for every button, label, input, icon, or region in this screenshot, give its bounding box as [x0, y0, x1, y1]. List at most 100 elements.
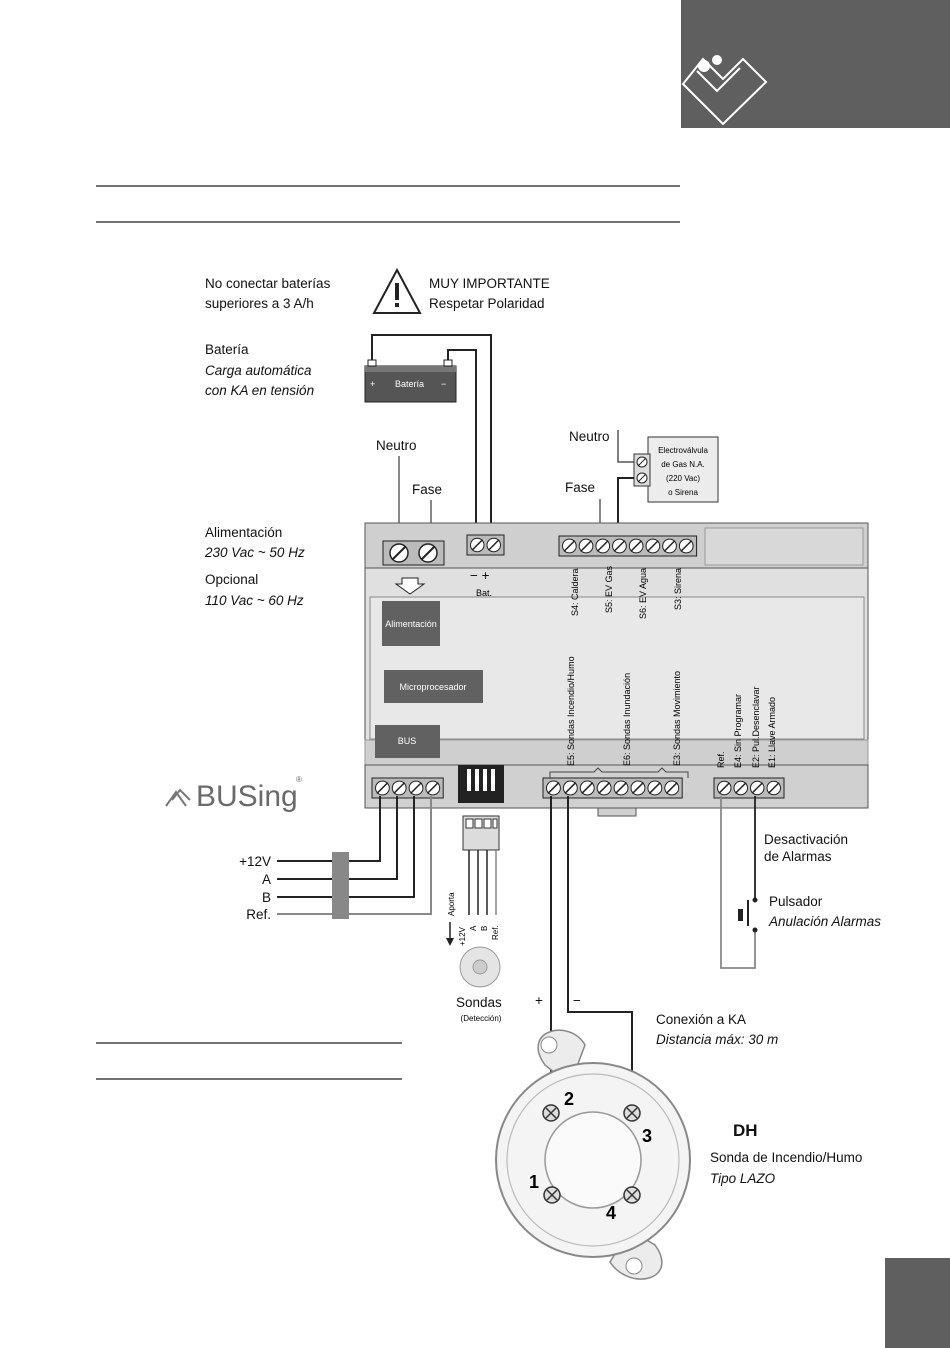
battery-wire-minus [447, 349, 477, 544]
detector-terminal-2: 2 [564, 1089, 574, 1109]
alimentacion-title: Alimentación [205, 525, 282, 540]
sonda-wires [468, 850, 497, 915]
corner-block-bottom [885, 1258, 950, 1348]
sonda-ref: Ref. [491, 925, 500, 940]
output-s3: S3: Sirena [673, 568, 683, 610]
mains-arrow-icon [394, 577, 426, 595]
alarm-terminal-block [713, 777, 785, 799]
battery-note-2: superiores a 3 A/h [205, 296, 314, 311]
battery-minus: − [441, 379, 446, 389]
bus-connector-socket [458, 765, 504, 803]
battery-icon [364, 359, 457, 403]
smoke-detector [495, 1029, 691, 1280]
electrovalvula-line3: (220 Vac) [666, 474, 700, 483]
input-ref: Ref. [716, 751, 726, 768]
bus-line-ref: Ref. [246, 907, 271, 922]
pulsador-wire [720, 796, 756, 969]
input-terminal-block [542, 777, 683, 799]
controller-panel [364, 522, 869, 817]
module-micro [384, 670, 483, 703]
pulsador-sub: Anulación Alarmas [768, 914, 881, 929]
fase-right-label: Fase [565, 480, 595, 495]
module-micro-label: Microprocesador [399, 682, 466, 692]
electrovalvula-line4: o Sirena [668, 488, 698, 497]
alimentacion-spec: 230 Vac ~ 50 Hz [204, 545, 305, 560]
warning-text: Respetar Polaridad [429, 296, 545, 311]
corner-block-top [681, 0, 950, 128]
sonda-a: A [469, 925, 478, 931]
sonda-aporta: Aporta [447, 892, 456, 916]
warning-icon [372, 267, 422, 314]
opcional-title: Opcional [205, 572, 258, 587]
electrovalvula-line2: de Gas N.A. [661, 460, 705, 469]
ka-minus: − [573, 993, 581, 1008]
brand-mark-icon [681, 55, 768, 126]
input-e4: E4: Sin Programar [733, 694, 743, 768]
sonda-b: B [480, 926, 489, 931]
ka-minus-wire [567, 796, 633, 1113]
busing-logo-mark: ® [296, 775, 302, 784]
bus-line-b: B [262, 890, 271, 905]
detector-terminal-1: 1 [529, 1172, 539, 1192]
input-e6: E6: Sondas Inundación [622, 673, 632, 766]
sondas-sub: (Detección) [461, 1014, 502, 1023]
opcional-spec: 110 Vac ~ 60 Hz [205, 593, 304, 608]
conexion-ka-title: Conexión a KA [656, 1012, 746, 1027]
battery-note-1: No conectar baterías [205, 276, 331, 291]
output-s6: S6: EV Agua [638, 568, 648, 619]
output-terminal-block [558, 535, 698, 557]
down-arrow-icon [446, 922, 454, 946]
conexion-ka-sub: Distancia máx: 30 m [656, 1032, 778, 1047]
fase-right-wire [617, 477, 637, 544]
detector-screw-icon [542, 1104, 641, 1204]
module-bus [375, 725, 440, 758]
bateria-line1: Carga automática [205, 363, 312, 378]
desactivacion-line2: de Alarmas [764, 849, 832, 864]
busing-logo-icon [165, 788, 191, 807]
battery-label: Batería [395, 379, 424, 389]
battery-plus: + [370, 379, 375, 389]
neutro-right-wire [617, 430, 637, 463]
pushbutton-icon [738, 897, 758, 933]
busing-logo: BUSing [196, 780, 298, 813]
detector-terminal-4: 4 [606, 1203, 616, 1223]
neutro-right-label: Neutro [569, 429, 610, 444]
bat-terminal-label: Bat. [476, 588, 492, 598]
sonda-connector [462, 815, 500, 851]
detector-title: Sonda de Incendio/Humo [710, 1150, 862, 1165]
module-alimentacion-label: Alimentación [385, 619, 437, 629]
bus-line-a: A [262, 872, 271, 887]
output-s4: S4: Caldera [570, 568, 580, 616]
bus-terminal-block [371, 777, 444, 799]
ka-plus: + [535, 993, 543, 1008]
bus-cable-sleeve [332, 852, 349, 919]
output-s5: S5: EV Gas [604, 565, 614, 613]
input-e5: E5: Sondas Incendio/Humo [566, 656, 576, 766]
detector-sub: Tipo LAZO [710, 1171, 776, 1186]
input-group-bracket [549, 767, 689, 778]
bateria-line2: con KA en tensión [205, 383, 314, 398]
bat-terminal-signs: − + [470, 568, 490, 583]
battery-wire-plus [371, 334, 492, 544]
bus-wires [277, 796, 432, 915]
detector-terminal-3: 3 [642, 1126, 652, 1146]
sonda-sensor-icon [459, 946, 501, 988]
desactivacion-line1: Desactivación [764, 832, 848, 847]
sonda-12v: +12V [458, 926, 467, 946]
battery-terminal-block [466, 534, 505, 556]
fase-left-label: Fase [412, 482, 442, 497]
sondas-title: Sondas [456, 995, 502, 1010]
electrovalvula-box [647, 436, 719, 503]
electrovalvula-line1: Electroválvula [658, 446, 708, 455]
warning-title: MUY IMPORTANTE [429, 276, 550, 291]
module-alimentacion [382, 601, 440, 646]
bus-line-12v: +12V [239, 854, 271, 869]
neutro-left-label: Neutro [376, 438, 417, 453]
electrovalvula-screw-icon [636, 456, 648, 484]
input-e2: E2: Pul.Desenclavar [751, 686, 761, 768]
input-e1: E1: Llave Armado [767, 697, 777, 768]
detector-code: DH [733, 1121, 758, 1140]
module-bus-label: BUS [398, 736, 417, 746]
pulsador-title: Pulsador [769, 894, 823, 909]
